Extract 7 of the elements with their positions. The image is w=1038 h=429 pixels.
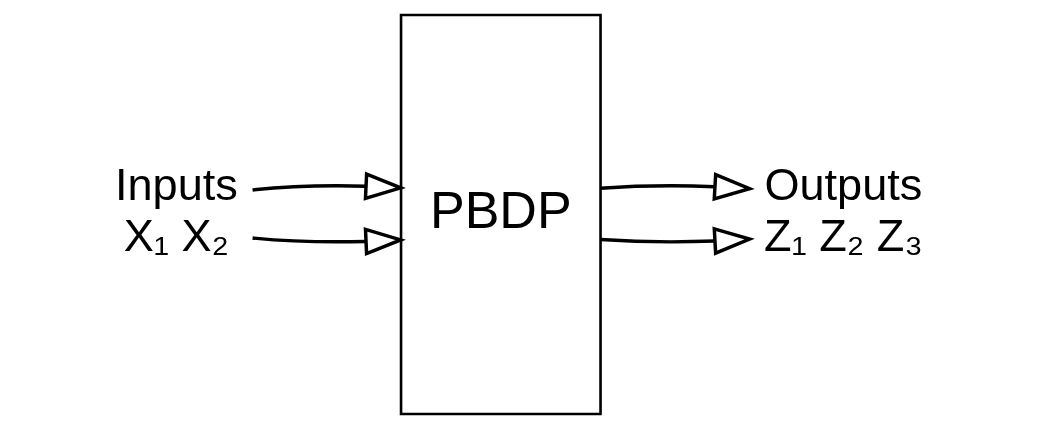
node-text: Outputs Z₁ Z₂ Z₃ — [764, 159, 923, 261]
node-box: PBDP — [399, 13, 602, 416]
node-text: Inputs X₁ X₂ — [114, 159, 238, 261]
arrow — [600, 226, 755, 256]
arrow — [600, 172, 755, 202]
arrow — [252, 171, 406, 201]
arrow — [252, 226, 406, 257]
